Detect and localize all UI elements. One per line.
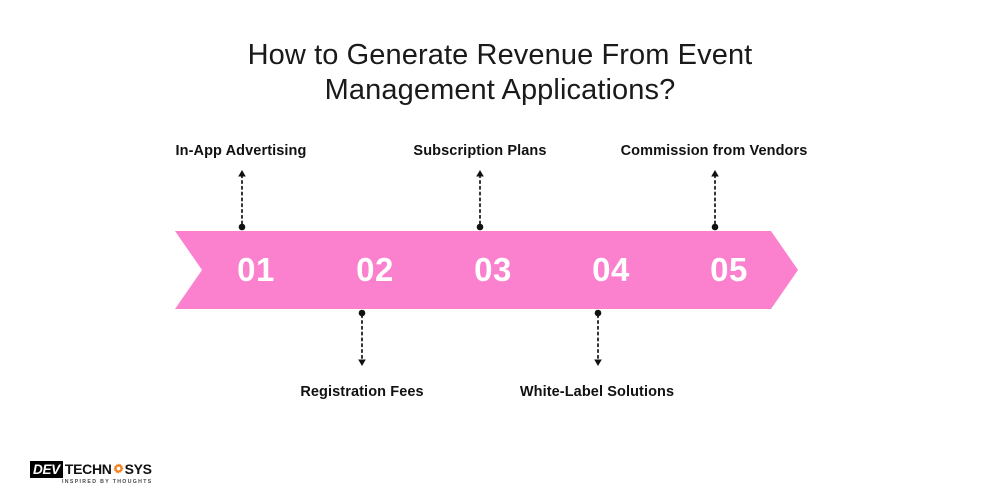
chevron-timeline: 01 02 03 04 05: [0, 231, 1000, 309]
connector-line-01: [235, 170, 249, 231]
chevron-number: 04: [592, 251, 630, 288]
gear-icon: [113, 461, 124, 479]
chevron-number: 02: [356, 251, 394, 288]
step-label-04: White-Label Solutions: [519, 384, 675, 400]
logo-sys-text: SYS: [124, 461, 152, 477]
devtechnosys-logo: DEV TECHN SYS INSPIRED BY THOUGHTS: [30, 461, 152, 489]
step-label-05: Commission from Vendors: [620, 143, 808, 159]
logo-wordmark: DEV TECHN SYS: [30, 461, 152, 478]
chevron-number: 05: [710, 251, 748, 288]
connector-line-05: [708, 170, 722, 231]
connector-line-02: [355, 309, 369, 366]
step-label-02: Registration Fees: [300, 384, 424, 400]
connector-line-04: [591, 309, 605, 366]
chevron-number: 03: [474, 251, 512, 288]
page-title: How to Generate Revenue From Event Manag…: [0, 38, 1000, 108]
logo-dev-badge: DEV: [30, 461, 63, 478]
logo-techn-text: TECHN: [64, 461, 112, 477]
step-label-03: Subscription Plans: [413, 143, 547, 159]
step-label-01: In-App Advertising: [175, 143, 307, 159]
logo-tagline: INSPIRED BY THOUGHTS: [62, 479, 153, 485]
connector-line-03: [473, 170, 487, 231]
title-line-2: Management Applications?: [324, 74, 676, 106]
title-line-1: How to Generate Revenue From Event: [247, 39, 753, 71]
chevron-number: 01: [237, 251, 275, 288]
